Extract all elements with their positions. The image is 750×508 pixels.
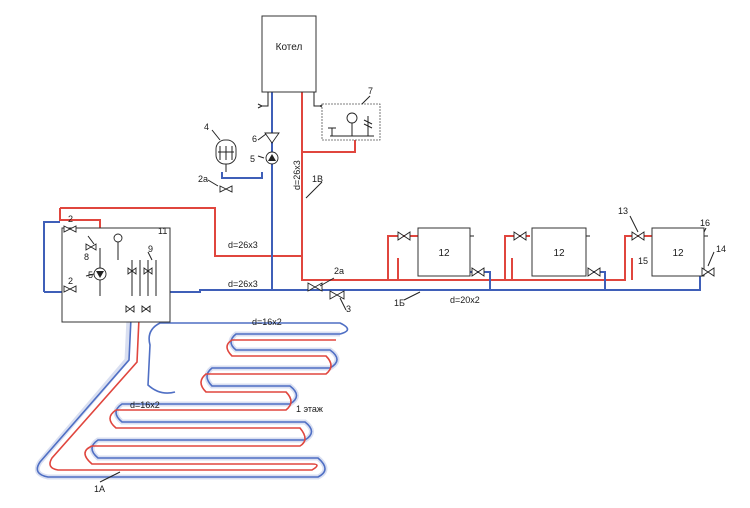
mixing-unit (61, 227, 171, 323)
radiator-valve-icon (513, 231, 527, 241)
main-line-size-label: d=20x2 (450, 295, 480, 305)
pump-arrow-icon (268, 154, 276, 161)
radiator-body (531, 227, 587, 277)
callout-11: 11 (158, 226, 167, 236)
shutoff-valve-lower-icon (63, 285, 77, 293)
manifold-valve-icon (127, 267, 153, 275)
callout-8: 8 (84, 252, 89, 262)
radiator-label: 12 (438, 248, 450, 259)
floor-loop-return (36, 317, 349, 478)
manometer-icon (346, 112, 358, 124)
ball-valve-icon (219, 185, 233, 193)
return-valve-icon (587, 267, 601, 277)
radiator-3: 12 (631, 227, 715, 277)
callout-1a: 1А (94, 484, 105, 494)
balancing-valve-icon (329, 290, 345, 300)
return-left-loop (43, 221, 60, 292)
callout-3: 3 (346, 304, 351, 314)
callout-2a-bypass: 2а (334, 266, 344, 276)
supply-upper-line (60, 207, 302, 257)
callout-1b: 1Б (394, 298, 405, 308)
radiator-valve-icon (397, 231, 411, 241)
callout-14: 14 (716, 244, 726, 254)
return-valve-icon (701, 267, 715, 277)
floor-size-label-mid: d=16x2 (130, 400, 160, 410)
tank-membrane-icon (218, 146, 234, 160)
callout-1v: 1В (312, 174, 323, 184)
supply-to-sensor-group (302, 140, 356, 153)
boiler-outlet-left (257, 92, 269, 109)
mixing-valve-icon (85, 243, 97, 251)
callout-5-mixer: 5 (88, 270, 93, 280)
manifold-outlets (131, 260, 157, 296)
callout-2-upper: 2 (68, 214, 73, 224)
bypass-valve-icon (307, 282, 323, 292)
expansion-tank (215, 139, 237, 193)
pipe-size-labels: d=26x3 d=26x3 d=26x3 d=20x2 d=16x2 d=16x… (130, 160, 480, 414)
callout-2a: 2а (198, 174, 208, 184)
callout-13: 13 (618, 206, 628, 216)
shutoff-valve-upper-icon (63, 225, 77, 233)
radiator-body (417, 227, 471, 277)
boiler-label: Котел (276, 42, 303, 53)
safety-group (321, 103, 381, 141)
boiler-body (261, 15, 317, 93)
air-vent-icon (328, 127, 336, 136)
callout-4: 4 (204, 122, 209, 132)
radiator-valve-icon (631, 231, 645, 241)
return-main-line (272, 272, 701, 291)
callout-5: 5 (250, 154, 255, 164)
return-tank-branch (221, 172, 263, 179)
floor-label: 1 этаж (296, 404, 323, 414)
boiler: Котел (257, 15, 325, 109)
callout-leaders (85, 95, 715, 483)
supply-main-line (301, 256, 388, 281)
callout-15: 15 (638, 256, 648, 266)
upper-line-size-label: d=26x3 (228, 240, 258, 250)
check-valve-icon (264, 132, 280, 144)
callout-16: 16 (700, 218, 710, 228)
callout-2-lower: 2 (68, 276, 73, 286)
mixing-unit-frame (61, 227, 171, 323)
floor-loop-supply (49, 317, 336, 471)
callout-7: 7 (368, 86, 373, 96)
riser-size-label: d=26x3 (292, 160, 302, 190)
radiator-label: 12 (553, 248, 565, 259)
floor-loop-shadow (34, 317, 340, 480)
callouts: 4 6 5 2а 7 1В 11 8 5 9 2 2 2а 3 1Б 13 16… (68, 86, 726, 494)
boiler-pump-group (264, 132, 280, 165)
safety-valve-icon (363, 116, 373, 136)
callout-9: 9 (148, 244, 153, 254)
radiator-1: 12 (397, 227, 485, 277)
radiator-label: 12 (672, 248, 684, 259)
radiator-2: 12 (513, 227, 601, 277)
loop-valve-icon (125, 305, 151, 313)
supply-to-radiator-1 (387, 235, 420, 280)
callout-6: 6 (252, 134, 257, 144)
return-valve-icon (471, 267, 485, 277)
floor-size-label-top: d=16x2 (252, 317, 282, 327)
mixing-pump-arrow-icon (96, 271, 104, 278)
underfloor-heating-loop (34, 317, 349, 480)
thermo-head-icon (113, 233, 123, 243)
lower-line-size-label: d=26x3 (228, 279, 258, 289)
radiator-body (651, 227, 705, 277)
